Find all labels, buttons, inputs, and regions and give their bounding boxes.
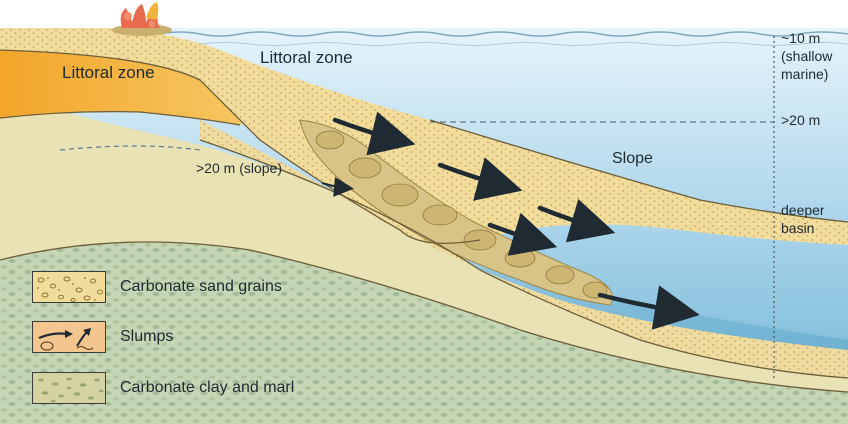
legend-label-marl: Carbonate clay and marl — [120, 379, 294, 397]
slope-label: Slope — [612, 150, 653, 168]
slope-depth-label: >20 m (slope) — [196, 160, 282, 176]
slumps-swatch-icon — [32, 321, 106, 353]
coral-icon — [112, 2, 172, 36]
depth-mid-value: >20 m — [781, 111, 820, 129]
depth-shallow-note-2: marine) — [781, 65, 828, 83]
legend-item-slumps: Slumps — [32, 320, 173, 354]
legend-label-sand: Carbonate sand grains — [120, 278, 282, 296]
depth-shallow-value: ~10 m — [781, 29, 820, 47]
depth-deep-2: basin — [781, 219, 814, 237]
depth-deep-1: deeper — [781, 201, 825, 219]
marl-swatch-icon — [32, 372, 106, 404]
legend-item-sand: Carbonate sand grains — [32, 270, 282, 304]
littoral-zone-top-label: Littoral zone — [260, 48, 353, 68]
legend-label-slumps: Slumps — [120, 328, 173, 346]
littoral-zone-left-label: Littoral zone — [62, 63, 155, 83]
legend-item-marl: Carbonate clay and marl — [32, 371, 294, 405]
sand-swatch-icon — [32, 271, 106, 303]
depth-shallow-note-1: (shallow — [781, 47, 832, 65]
